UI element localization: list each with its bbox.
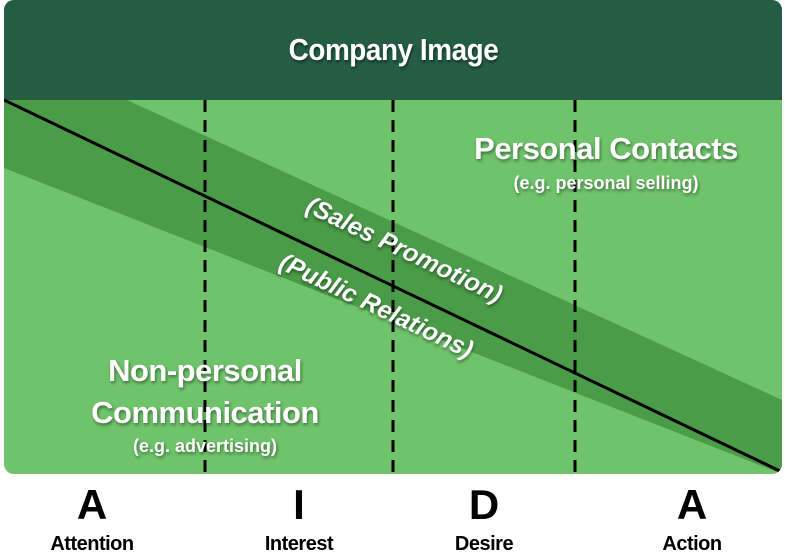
diagram-graphics (4, 98, 782, 474)
stage-letter: I (293, 481, 305, 528)
stage-letter: A (76, 481, 108, 528)
stage-letter: D (468, 481, 500, 528)
stage-name: Attention (50, 533, 134, 555)
personal-contacts-example: (e.g. personal selling) (513, 173, 699, 193)
stage-action: A Action (602, 482, 782, 556)
stage-interest: I Interest (209, 482, 389, 556)
non-personal-title-line1: Non-personal (108, 353, 302, 388)
diagonal-line (4, 98, 782, 474)
stage-name: Interest (264, 533, 334, 555)
stage-attention: A Attention (2, 482, 182, 556)
header-title: Company Image (288, 32, 498, 67)
company-image-header: Company Image (4, 0, 782, 100)
stage-name: Desire (454, 533, 514, 555)
diagram-frame: Company Image Personal Contacts (e.g. pe… (4, 0, 782, 474)
personal-contacts-title: Personal Contacts (474, 131, 738, 166)
non-personal-title-line2: Communication (91, 395, 319, 430)
stage-desire: D Desire (394, 482, 574, 556)
stage-letter: A (676, 481, 708, 528)
non-personal-example: (e.g. advertising) (132, 436, 278, 456)
stage-name: Action (662, 533, 722, 555)
